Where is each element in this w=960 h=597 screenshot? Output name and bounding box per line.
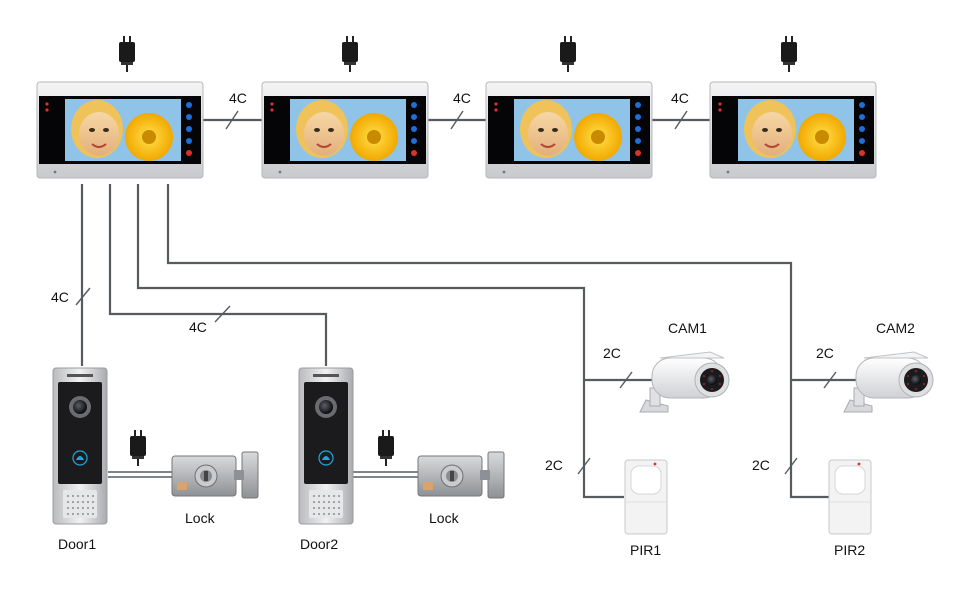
label-pir2: PIR2 — [834, 542, 865, 558]
power-adapter-icon — [377, 429, 395, 467]
monitor-2 — [261, 81, 429, 179]
lock1-device — [171, 451, 259, 499]
tick-monitor-2-3 — [450, 110, 464, 130]
label-lock2: Lock — [429, 510, 460, 526]
wire-door2 — [108, 184, 328, 366]
wire-branch-2 — [166, 184, 830, 499]
monitor-3 — [485, 81, 653, 179]
tick-cam2 — [823, 371, 837, 389]
label-monitor-3-4: 4C — [671, 90, 689, 106]
label-pir1: PIR1 — [630, 542, 661, 558]
pir2-sensor — [828, 459, 872, 535]
label-monitor-1-2: 4C — [229, 90, 247, 106]
label-door1-cable: 4C — [51, 289, 69, 305]
power-adapter-icon — [559, 35, 577, 73]
label-door1: Door1 — [58, 536, 96, 552]
cam2-camera — [843, 351, 934, 413]
monitor-4 — [709, 81, 877, 179]
door2-panel — [298, 367, 354, 525]
lock2-device — [417, 451, 505, 499]
tick-cam1 — [619, 371, 633, 389]
cam1-camera — [639, 351, 730, 413]
label-cam2: CAM2 — [876, 320, 915, 336]
label-monitor-2-3: 4C — [453, 90, 471, 106]
label-pir2-cable: 2C — [752, 457, 770, 473]
tick-monitor-3-4 — [674, 110, 688, 130]
monitor-1 — [36, 81, 204, 179]
label-pir1-cable: 2C — [545, 457, 563, 473]
pir1-sensor — [624, 459, 668, 535]
power-adapter-icon — [129, 429, 147, 467]
label-door2-cable: 4C — [189, 319, 207, 335]
power-adapter-icon — [780, 35, 798, 73]
tick-monitor-1-2 — [225, 110, 239, 130]
power-adapter-icon — [118, 35, 136, 73]
label-lock1: Lock — [185, 510, 216, 526]
tick-pir1 — [577, 457, 591, 475]
wire-branch-1 — [136, 184, 624, 499]
tick-door1 — [75, 287, 91, 306]
label-cam1: CAM1 — [668, 320, 707, 336]
tick-door2 — [214, 305, 231, 323]
label-cam1-cable: 2C — [603, 345, 621, 361]
door1-panel — [52, 367, 108, 525]
tick-pir2 — [784, 457, 798, 475]
label-door2: Door2 — [300, 536, 338, 552]
label-cam2-cable: 2C — [816, 345, 834, 361]
power-adapter-icon — [341, 35, 359, 73]
